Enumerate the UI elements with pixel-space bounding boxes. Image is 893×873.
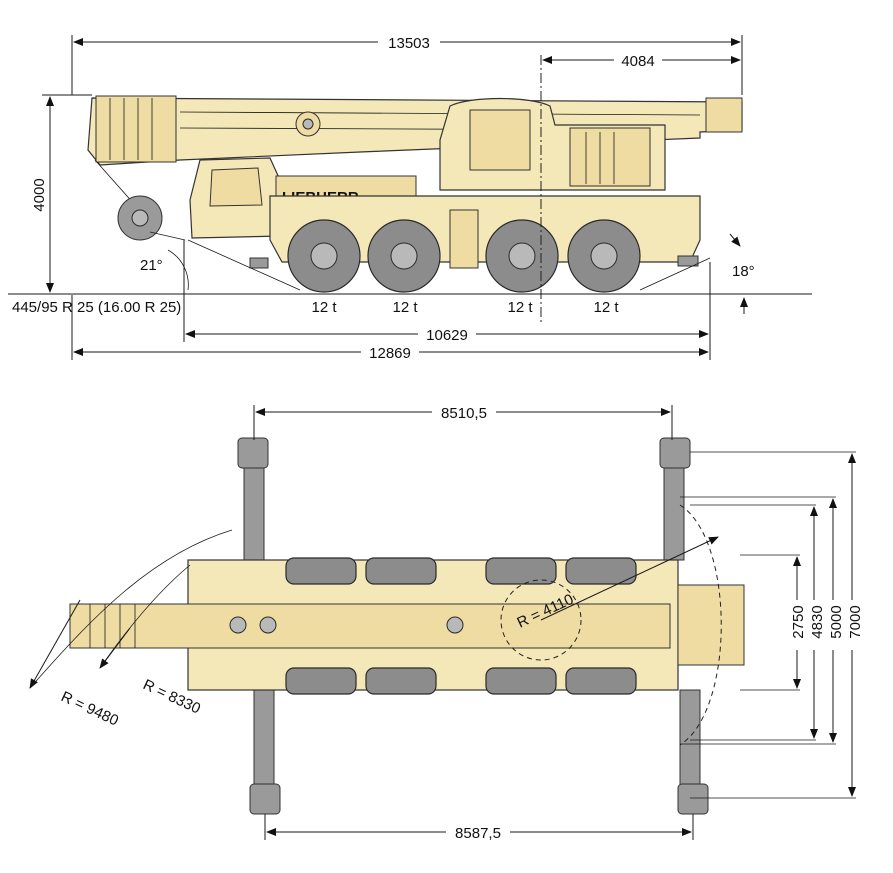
axle-load-4: 12 t [593,299,619,316]
dim-wheelbase-length: 10629 [426,327,468,344]
outrigger-pad-fr [249,783,281,815]
tyre-top-1 [285,557,357,585]
side-view: LIEBHERR [8,33,812,362]
dim-width-4830: 4830 [809,605,826,638]
dim-total-length: 12869 [369,345,411,362]
top-view: R = 4110 R = 9480 R = 8330 8510,5 8587,5 [29,403,864,842]
axle-load-3: 12 t [507,299,533,316]
wheel-4 [567,219,641,293]
departure-angle: 18° [732,263,755,280]
tyre-top-6 [365,667,437,695]
wheel-3 [485,219,559,293]
outrigger-pad-rear [677,255,699,267]
outrigger-pad-rr [677,783,709,815]
tyre-top-4 [565,557,637,585]
dim-overall-length: 13503 [388,35,430,52]
outrigger-pad-fl [237,437,269,469]
wheel-2 [367,219,441,293]
dim-front-overhang: 4084 [621,53,654,70]
outrigger-pad-rl [659,437,691,469]
rear-counterweight [677,584,745,666]
hook-block [94,159,186,241]
boom [87,95,743,166]
dim-turning-radius-outer: R = 9480 [58,688,121,729]
dim-outrigger-front-span: 8510,5 [441,405,487,422]
tyre-label: 445/95 R 25 (16.00 R 25) [12,299,181,316]
dim-width-7000: 7000 [847,605,864,638]
tyre-top-2 [365,557,437,585]
axle-load-1: 12 t [311,299,337,316]
tail-swing-circle [500,579,582,661]
axle-load-2: 12 t [392,299,418,316]
wheel-1 [287,219,361,293]
operator-cab [469,109,531,171]
outrigger-pad-front [249,257,269,269]
tyre-top-3 [485,557,557,585]
dim-height: 4000 [31,178,48,211]
dim-width-2750: 2750 [790,605,807,638]
tyre-top-8 [565,667,637,695]
approach-angle: 21° [140,257,163,274]
tyre-top-5 [285,667,357,695]
dim-width-5000: 5000 [828,605,845,638]
tyre-top-7 [485,667,557,695]
rear-swing-arc [679,504,722,746]
turning-arc-outer [29,529,233,689]
boom-top [69,603,671,649]
dim-outrigger-rear-span: 8587,5 [455,825,501,842]
